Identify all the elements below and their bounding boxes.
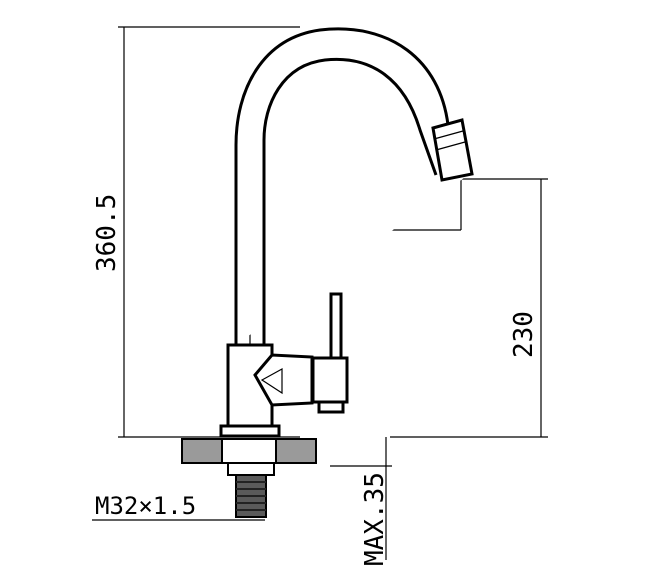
max-deck-label: MAX.35	[360, 472, 390, 566]
faucet-spout	[234, 27, 474, 345]
total-height-label: 360.5	[92, 194, 122, 272]
spout-height-label: 230	[509, 311, 539, 358]
thread-label: M32×1.5	[95, 492, 196, 520]
base-plate	[181, 438, 317, 476]
faucet-body	[219, 343, 314, 438]
dimension-max-deck	[330, 437, 392, 560]
threaded-shank	[235, 474, 267, 518]
faucet-handle	[311, 292, 349, 414]
dimension-spout-height	[390, 178, 548, 438]
spout-aerator	[431, 118, 474, 182]
